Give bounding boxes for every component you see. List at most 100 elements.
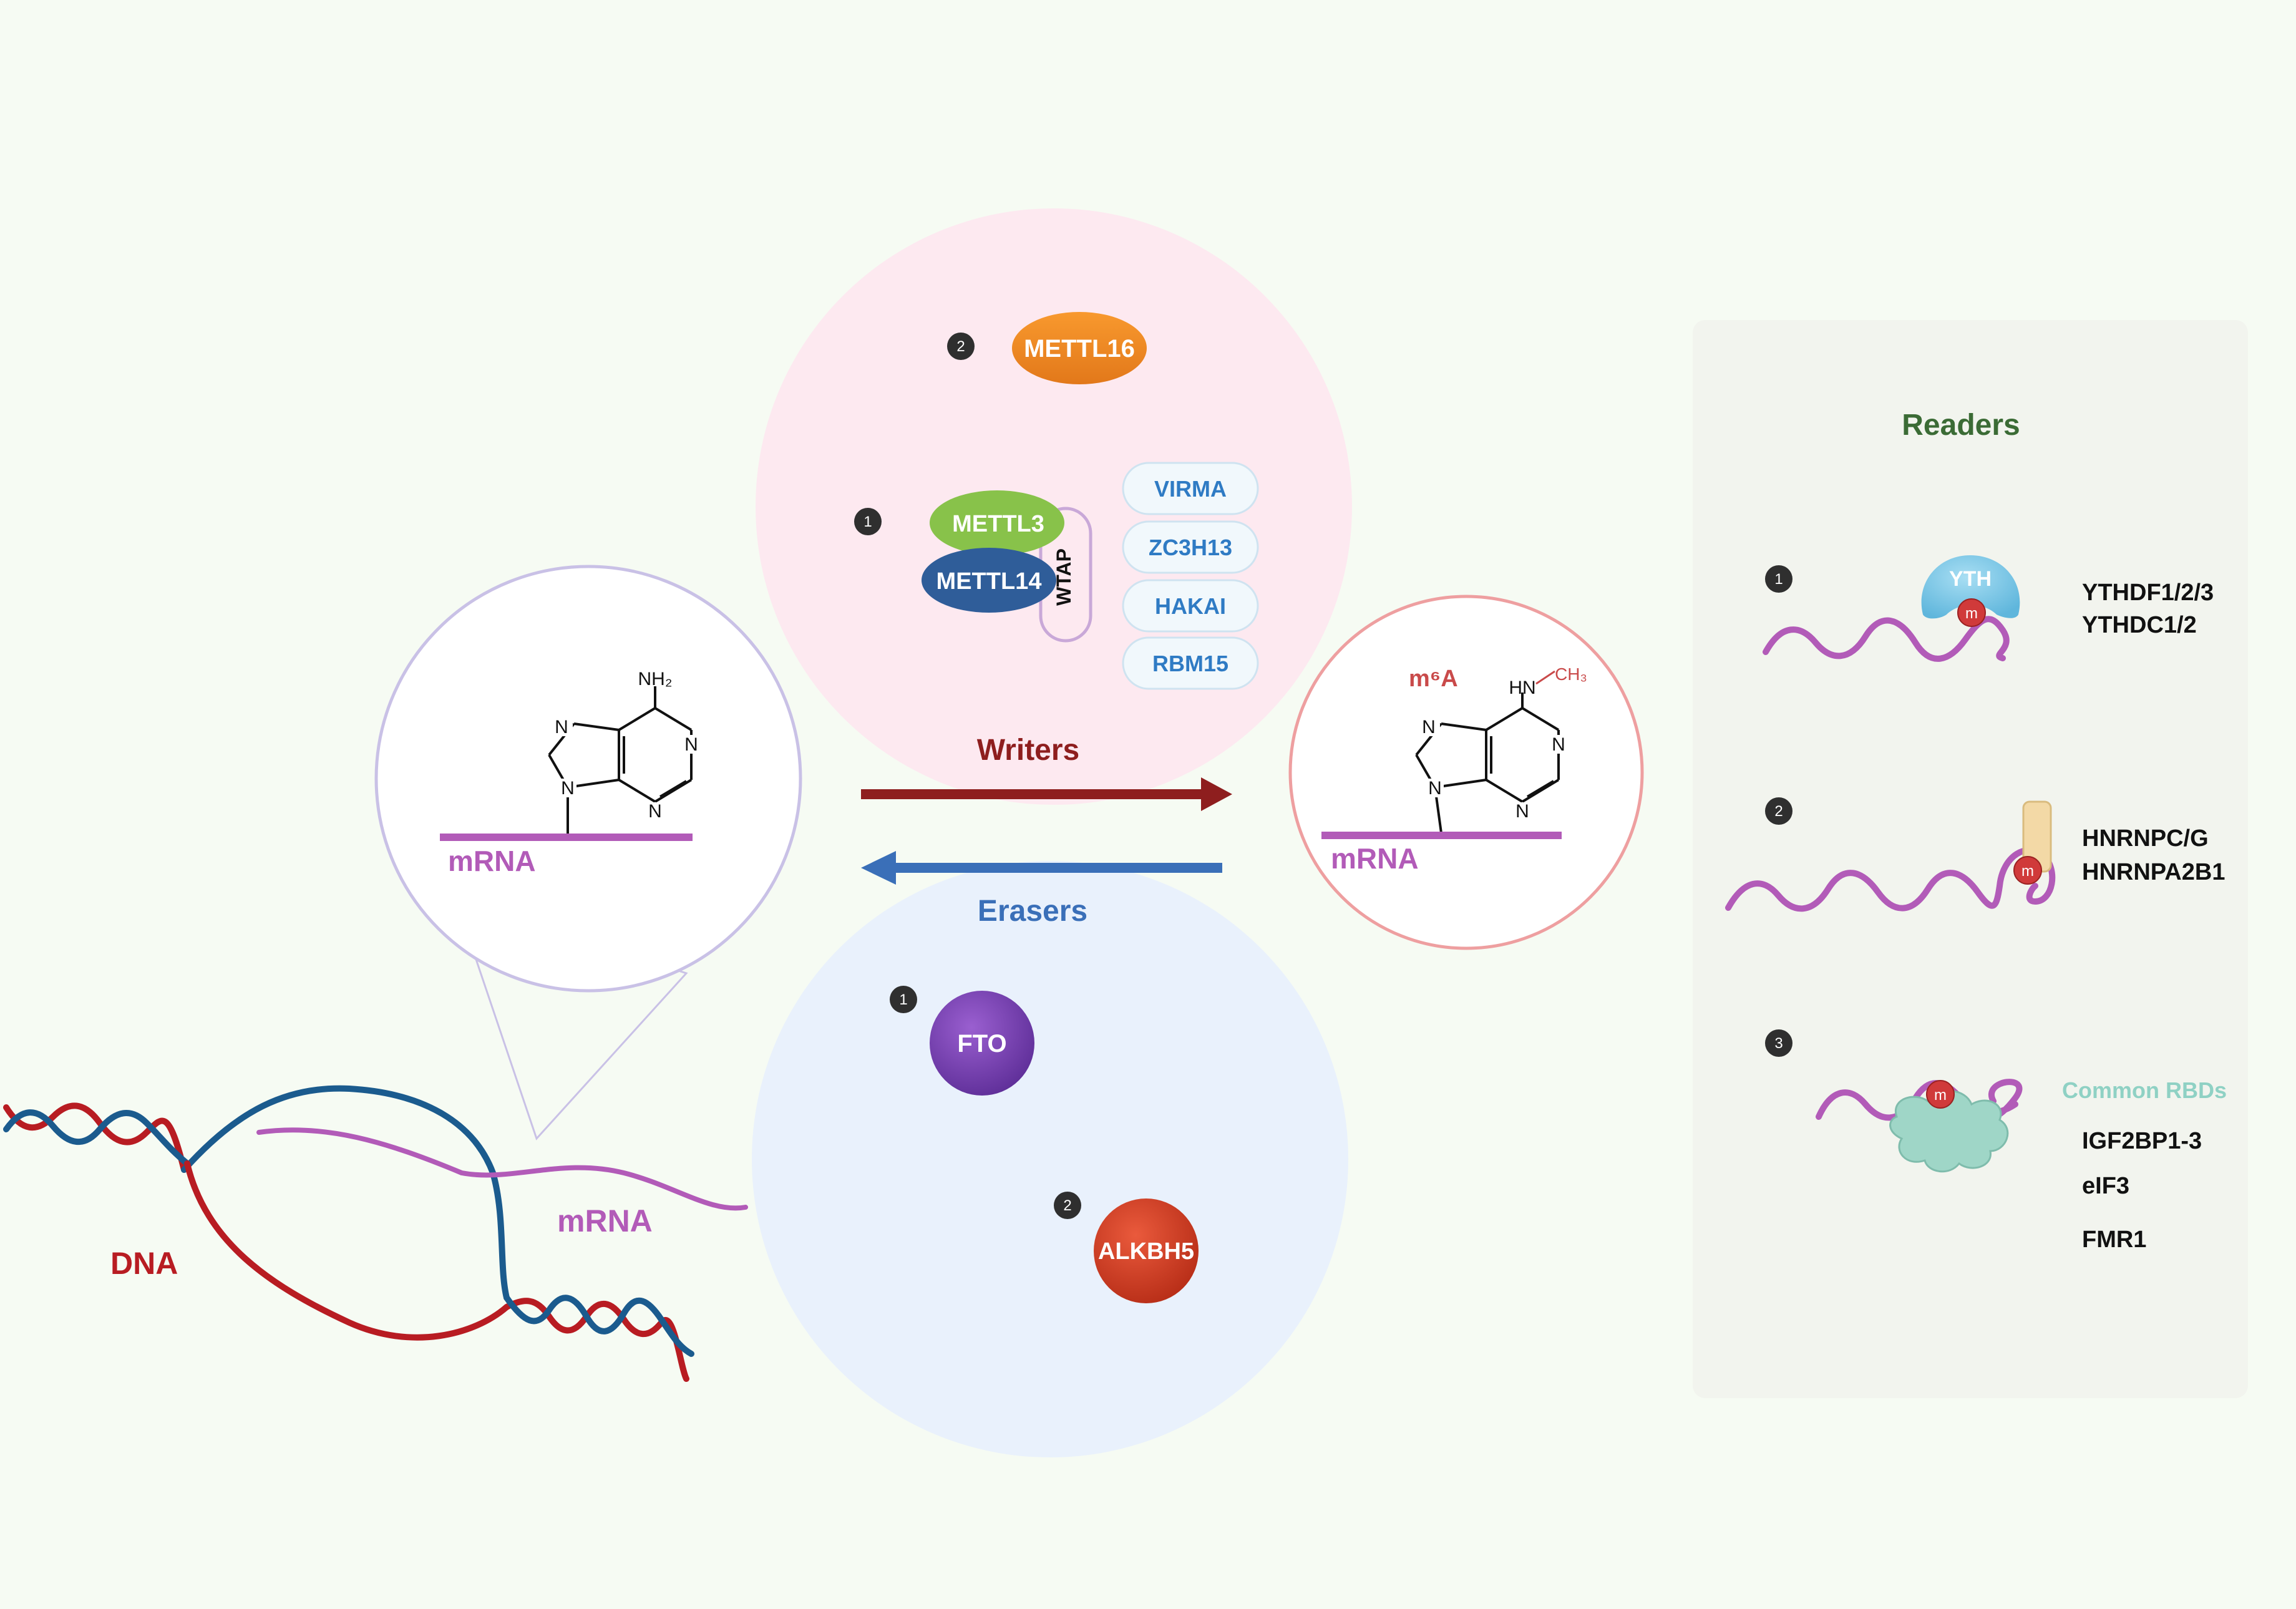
m6a-n3: N: [1515, 801, 1529, 822]
readers-title: Readers: [1902, 409, 2020, 442]
m6a-label: m⁶A: [1409, 666, 1458, 692]
reader-2-protein-a: HNRNPC/G: [2082, 825, 2209, 852]
mettl16-protein: [1012, 312, 1147, 384]
reader-badge-3-label: 3: [1774, 1035, 1783, 1052]
m6a-mark-3: [1926, 1080, 1955, 1109]
erasers-label: Erasers: [978, 895, 1087, 928]
writer-badge-2: [947, 333, 975, 360]
writers-region: 2 METTL16 1 WTAP METTL3 METTL14 VIRMA ZC…: [756, 208, 1352, 805]
nascent-mrna-strand: [256, 1127, 748, 1211]
m6a-methyl-bond: [1535, 670, 1555, 685]
reader-badge-1: [1765, 565, 1793, 593]
cofactor-virma: VIRMA: [1154, 476, 1227, 502]
dna-template-strand-blue: [181, 1085, 510, 1301]
transcription-bubble: [3, 1085, 748, 1382]
eraser-badge-2-label: 2: [1063, 1197, 1071, 1214]
mettl16-label: METTL16: [1024, 335, 1135, 362]
adenine-label-mask-n9: [559, 779, 576, 797]
cofactor-pill-virma: [1122, 462, 1259, 515]
m6a-hn: HN: [1509, 678, 1535, 698]
cofactor-pill-rbm15: [1122, 636, 1259, 690]
yth-domain-protein: [1921, 555, 2020, 619]
m6a-mark-1-label: m: [1965, 605, 1978, 622]
reader-3-protein-a: IGF2BP1-3: [2082, 1128, 2202, 1154]
dna-helix-left-blue: [3, 1109, 190, 1167]
adenosine-mrna-strand: [440, 834, 693, 841]
adenine-n3: N: [648, 801, 662, 822]
reader-badge-2-label: 2: [1774, 803, 1783, 820]
mettl3-protein: [930, 490, 1064, 555]
m6a-mrna-label: mRNA: [1331, 842, 1419, 875]
yth-label: YTH: [1949, 567, 1992, 591]
erasers-circle: [752, 861, 1348, 1457]
m6a-mark-3-label: m: [1934, 1087, 1947, 1104]
eraser-badge-1: [890, 986, 917, 1013]
reader-1-mrna-wave: [1763, 616, 2010, 662]
reader-3-protein-c: FMR1: [2082, 1227, 2146, 1253]
m6a-zoom-circle: [1288, 595, 1644, 950]
mettl3-label: METTL3: [952, 511, 1044, 537]
readers-panel-bg: [1693, 320, 2248, 1398]
adenine-n9: N: [561, 778, 575, 799]
cofactor-pill-zc3h13: [1122, 520, 1259, 574]
dna-helix-right-blue: [503, 1295, 694, 1357]
dna-coding-strand-red: [184, 1160, 510, 1341]
m6a-label-mask-n7: [1421, 717, 1440, 736]
alkbh5-protein: [1094, 1198, 1199, 1303]
m6a-mark-2-label: m: [2021, 863, 2034, 880]
fto-protein: [930, 991, 1034, 1096]
adenine-label-mask-n1: [683, 735, 700, 754]
cofactor-hakai: HAKAI: [1155, 593, 1226, 619]
m6a-n1: N: [1552, 734, 1565, 755]
dna-helix-left-red: [3, 1102, 187, 1173]
erasers-region: 1 FTO 2 ALKBH5: [752, 861, 1348, 1457]
m6a-mrna-strand: [1321, 832, 1562, 839]
eraser-badge-2: [1054, 1192, 1081, 1219]
reader-badge-3: [1765, 1029, 1793, 1057]
reader-3-protein-b: eIF3: [2082, 1173, 2129, 1199]
writer-badge-2-label: 2: [956, 338, 965, 355]
m6a-n9: N: [1428, 778, 1442, 799]
m6a-n7: N: [1422, 717, 1436, 737]
m6a-label-mask-n9: [1426, 779, 1444, 797]
mettl14-protein: [922, 548, 1056, 613]
writer-badge-1-label: 1: [863, 513, 872, 530]
reader-2-protein-b: HNRNPA2B1: [2082, 859, 2225, 885]
m6a-mark-2: [2013, 856, 2042, 885]
writers-label: Writers: [977, 734, 1080, 767]
dna-label: DNA: [110, 1246, 178, 1281]
readers-panel: Readers 1 YTH m YTHDF1/2/3 YTHDC1/2 2 m …: [1693, 320, 2248, 1398]
erasers-arrow: [861, 851, 1222, 885]
cofactor-rbm15: RBM15: [1152, 651, 1228, 676]
cofactor-pill-hakai: [1122, 579, 1259, 633]
m6a-ch3: CH₃: [1555, 664, 1587, 684]
mettl14-label: METTL14: [936, 568, 1042, 595]
cofactor-zc3h13: ZC3H13: [1149, 535, 1232, 560]
m6a-label-mask-n3: [1514, 802, 1531, 821]
fto-label: FTO: [957, 1030, 1006, 1057]
reader-badge-2: [1765, 797, 1793, 825]
m6a-zoom: HN CH₃ N N N N m⁶A mRNA: [1288, 595, 1644, 950]
reader-1-protein-b: YTHDC1/2: [2082, 612, 2197, 638]
transcript-mrna-label: mRNA: [557, 1203, 653, 1238]
adenine-label-mask-n3: [646, 802, 664, 821]
adenosine-mrna-label: mRNA: [448, 845, 536, 877]
adenine-nh2: NH₂: [638, 669, 673, 689]
adenosine-zoom-circle: [374, 565, 802, 993]
m6a-label-mask-n1: [1550, 735, 1567, 754]
wtap-label: WTAP: [1053, 548, 1075, 606]
reader-1-protein-a: YTHDF1/2/3: [2082, 580, 2214, 606]
adenine-n1: N: [684, 734, 698, 755]
adenine-n7: N: [555, 717, 568, 737]
adenine-structure: [548, 686, 693, 835]
m6a-mark-1: [1957, 598, 1986, 627]
reader-badge-1-label: 1: [1774, 571, 1783, 588]
alkbh5-label: ALKBH5: [1098, 1238, 1194, 1265]
eraser-badge-1-label: 1: [899, 991, 907, 1008]
adenosine-zoom: NH₂ N N N N mRNA: [374, 565, 802, 1140]
writer-badge-1: [854, 508, 882, 535]
adenine-label-mask-n7: [554, 717, 573, 736]
common-rbds-label: Common RBDs: [2062, 1077, 2227, 1103]
writers-arrow: [861, 777, 1232, 811]
